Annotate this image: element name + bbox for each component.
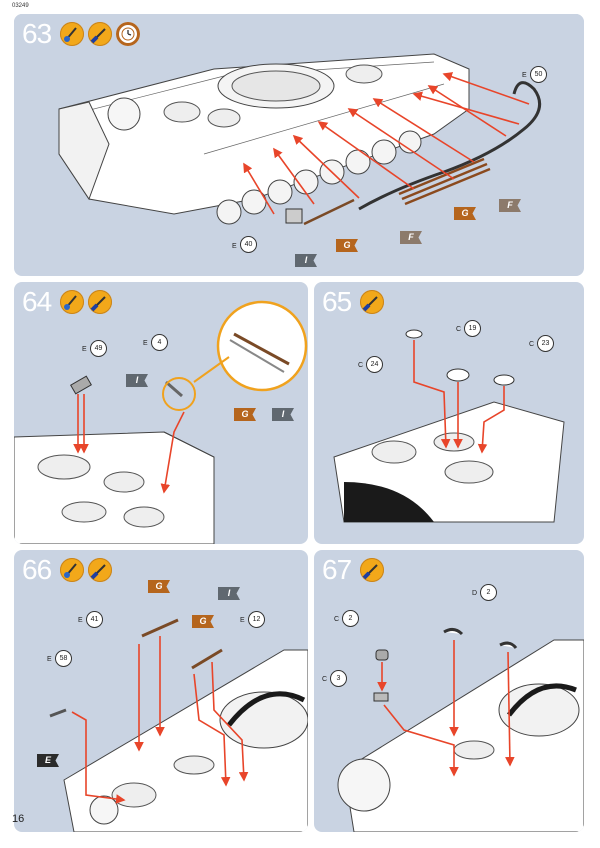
step-67-panel: 67 D 2 C 2 C 3 — [314, 550, 584, 832]
callout-letter: C — [358, 362, 364, 369]
step-64-illustration — [14, 300, 308, 544]
callout-part: 4 — [151, 334, 168, 351]
callout-letter: D — [472, 590, 478, 597]
step-63-illustration — [14, 14, 584, 226]
callout-letter: E — [47, 656, 52, 663]
callout-part: 49 — [90, 340, 107, 357]
callout-letter: C — [529, 341, 535, 348]
step-63-number: 63 — [22, 18, 52, 49]
callout-letter: C — [334, 616, 340, 623]
callout-letter: E — [232, 243, 237, 250]
clock-icon — [116, 22, 140, 46]
callout-part: 2 — [342, 610, 359, 627]
brush-glue-icon — [88, 22, 112, 46]
callout-letter: E — [240, 617, 245, 624]
color-flag: I — [126, 374, 148, 387]
callout-part: 24 — [366, 356, 383, 373]
product-code: 03249 — [12, 3, 29, 9]
brush-glue-icon — [360, 558, 384, 582]
step-64-number: 64 — [22, 286, 52, 317]
callout-part: 19 — [464, 320, 481, 337]
callout-letter: C — [322, 676, 328, 683]
brush-glue-icon — [360, 290, 384, 314]
color-flag: E — [37, 754, 59, 767]
step-65-number: 65 — [322, 286, 352, 317]
callout-part: 3 — [330, 670, 347, 687]
color-flag: I — [295, 254, 317, 267]
callout-letter: E — [522, 72, 527, 79]
callout-letter: E — [143, 340, 148, 347]
callout-part: 23 — [537, 335, 554, 352]
callout-part: 41 — [86, 611, 103, 628]
color-flag: I — [272, 408, 294, 421]
callout-part: 40 — [240, 236, 257, 253]
callout-part: 12 — [248, 611, 265, 628]
color-flag: I — [218, 587, 240, 600]
brush-glue-icon — [88, 558, 112, 582]
step-67-number: 67 — [322, 554, 352, 585]
step-64-panel: 64 E 49 E 4 I G I — [14, 282, 308, 544]
callout-letter: E — [78, 617, 83, 624]
color-flag: G — [234, 408, 256, 421]
step-66-number: 66 — [22, 554, 52, 585]
color-flag: F — [400, 231, 422, 244]
callout-part: 2 — [480, 584, 497, 601]
page-number: 16 — [12, 813, 25, 825]
callout-part: 50 — [530, 66, 547, 83]
color-flag: G — [148, 580, 170, 593]
callout-letter: E — [82, 346, 87, 353]
step-63-panel: 63 E 50 E 40 G F G F I — [14, 14, 584, 276]
step-65-panel: 65 C 24 C 19 C 23 — [314, 282, 584, 544]
step-65-illustration — [333, 329, 565, 523]
color-flag: G — [192, 615, 214, 628]
step-66-illustration — [49, 618, 308, 832]
brush-paint-icon — [60, 290, 84, 314]
step-67-illustration — [337, 627, 584, 832]
brush-paint-icon — [60, 22, 84, 46]
callout-letter: C — [456, 326, 462, 333]
color-flag: G — [336, 239, 358, 252]
color-flag: G — [454, 207, 476, 220]
brush-paint-icon — [60, 558, 84, 582]
brush-glue-icon — [88, 290, 112, 314]
color-flag: F — [499, 199, 521, 212]
callout-part: 58 — [55, 650, 72, 667]
step-66-panel: 66 E 41 E 12 E 58 G I G E — [14, 550, 308, 832]
